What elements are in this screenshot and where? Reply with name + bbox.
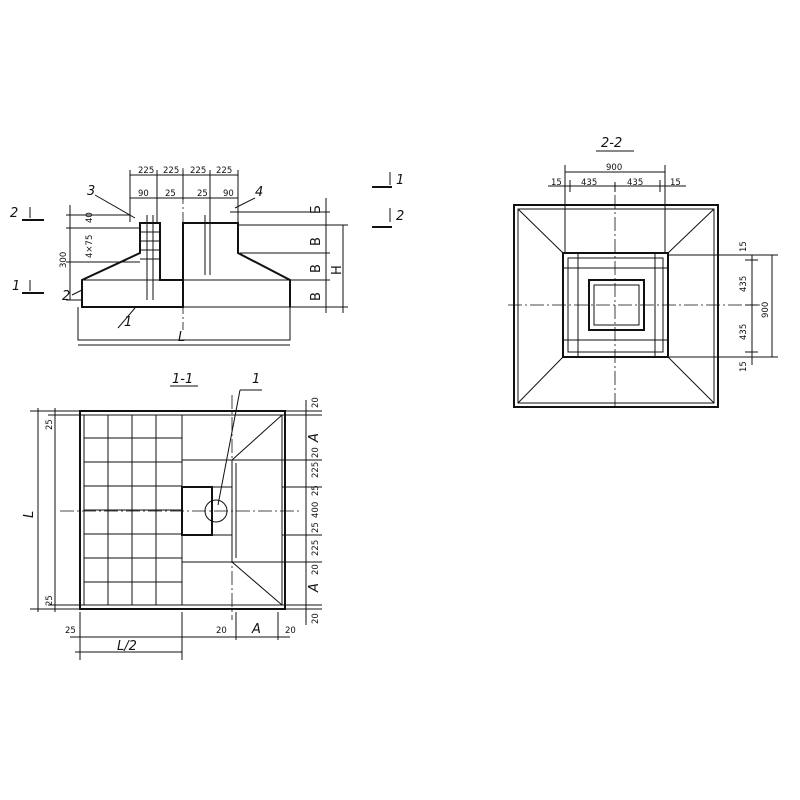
bottom-25: 25	[65, 626, 76, 636]
left-part-25b: 25	[45, 595, 55, 606]
callout-1: 1	[124, 315, 132, 330]
section-2-2-view: 2-2 900 15	[508, 136, 778, 410]
right-dim-v1: В	[309, 237, 324, 246]
section-mark-2-left: 2	[10, 206, 44, 221]
right-25a: 25	[311, 485, 321, 496]
col-dim-2: 25	[165, 189, 176, 199]
mesh-grid	[84, 415, 183, 605]
plan-right-dims: 15 435 435 15 900	[668, 241, 778, 372]
section-1-1-view: 1-1 1	[22, 372, 322, 660]
bottom-l-half: L/2	[117, 639, 137, 654]
plan-top-435b: 435	[627, 178, 643, 188]
callout-2: 2	[62, 289, 70, 304]
right-225a: 225	[311, 462, 321, 478]
top-dim-4: 225	[216, 166, 232, 176]
right-20d: 20	[311, 613, 321, 624]
callout-3: 3	[87, 184, 95, 199]
col-dim-3: 25	[197, 189, 208, 199]
right-a-top: A	[307, 433, 322, 443]
width-label-l: L	[178, 330, 185, 345]
plan-right-435b: 435	[739, 324, 749, 340]
section-mark-1-right: 1	[372, 172, 404, 188]
plan-right-435a: 435	[739, 276, 749, 292]
right-dimension-chain: Б В В В Н	[230, 198, 348, 313]
sole-plate	[77, 307, 291, 341]
plan-top-total: 900	[606, 163, 622, 173]
plan-top-15b: 15	[670, 178, 681, 188]
svg-text:1: 1	[396, 173, 404, 188]
left-dim-4x75: 4×75	[85, 235, 95, 258]
section-mark-1-left: 1	[12, 279, 44, 294]
right-25b: 25	[311, 522, 321, 533]
plan-right-total: 900	[761, 302, 771, 318]
svg-text:2: 2	[396, 209, 404, 224]
svg-text:1: 1	[12, 279, 20, 294]
top-dim-3: 225	[190, 166, 206, 176]
left-dim-40: 40	[85, 212, 95, 223]
section-1-1-callout-1: 1	[252, 372, 260, 387]
left-total-l: L	[22, 511, 37, 518]
footing-outline-right	[182, 222, 291, 307]
svg-text:2: 2	[10, 206, 18, 221]
left-dimension-chain: 40 4×75 300	[59, 205, 140, 301]
section-2-2-title: 2-2	[601, 136, 622, 151]
bottom-a: A	[251, 622, 261, 637]
right-20a: 20	[311, 397, 321, 408]
outer-outline	[79, 410, 286, 610]
top-dim-2: 225	[163, 166, 179, 176]
left-dim-chain: L 25 25	[22, 408, 84, 612]
right-dim-h: Н	[330, 265, 345, 275]
right-dim-b: Б	[309, 205, 324, 214]
plan-right-15a: 15	[739, 241, 749, 252]
plan-right-15b: 15	[739, 361, 749, 372]
bottom-dim-chain: 25 L/2 20 A 20	[65, 612, 296, 660]
col-dim-1: 90	[138, 189, 149, 199]
section-1-1-title: 1-1	[172, 372, 193, 387]
bottom-20a: 20	[216, 626, 227, 636]
right-20b: 20	[311, 447, 321, 458]
footing-outline	[81, 222, 184, 308]
right-dim-chain: 20 A 20 225 25 400 25 225 20 A 20	[282, 397, 322, 625]
right-dim-v2: В	[309, 264, 324, 273]
plan-top-15a: 15	[551, 178, 562, 188]
plan-top-dims: 900 15 435 435 15	[548, 163, 686, 253]
right-dim-v3: В	[309, 292, 324, 301]
rebar-marks	[140, 215, 211, 300]
section-mark-2-right: 2	[372, 208, 404, 228]
elevation-view: 225 225 225 225 90 25 25 90 40 4×75 300	[10, 166, 404, 346]
col-dim-4: 90	[223, 189, 234, 199]
top-dim-1: 225	[138, 166, 154, 176]
plan-top-435a: 435	[581, 178, 597, 188]
left-part-25a: 25	[45, 419, 55, 430]
right-225b: 225	[311, 540, 321, 556]
callout-4: 4	[255, 185, 263, 200]
right-400: 400	[311, 502, 321, 518]
top-dimension-chain: 225 225 225 225 90 25 25 90	[129, 166, 239, 222]
left-dim-300: 300	[59, 252, 69, 268]
bottom-20b: 20	[285, 626, 296, 636]
right-20c: 20	[311, 564, 321, 575]
outer-square	[513, 204, 719, 408]
right-a-bottom: A	[307, 583, 322, 593]
